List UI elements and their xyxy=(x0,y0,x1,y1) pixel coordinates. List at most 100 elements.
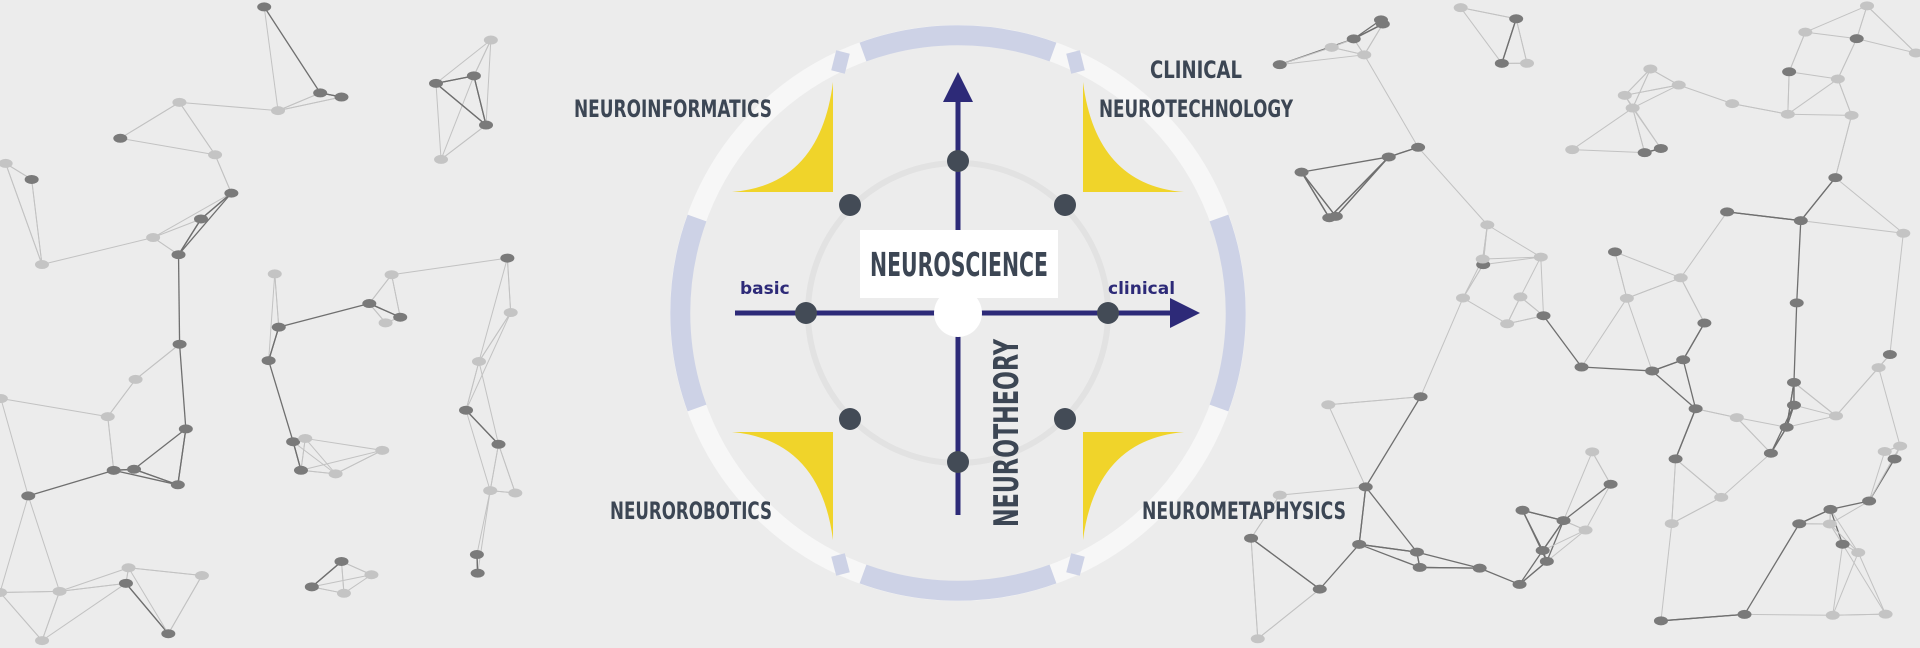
network-edge xyxy=(1727,211,1801,222)
node-top-right xyxy=(1054,194,1076,216)
network-node xyxy=(106,465,121,475)
network-node xyxy=(429,78,444,88)
network-edge xyxy=(465,361,480,411)
network-edge xyxy=(152,192,232,238)
vertical-axis-arrowhead xyxy=(943,72,973,102)
network-edge xyxy=(335,449,383,475)
network-node xyxy=(1574,362,1589,372)
network-edge xyxy=(1581,366,1653,372)
network-edge xyxy=(1889,233,1904,355)
network-node xyxy=(1512,579,1527,589)
axis-label-clinical: clinical xyxy=(1108,279,1175,299)
network-node xyxy=(1878,609,1893,619)
network-edge xyxy=(476,490,491,555)
network-edge xyxy=(1519,256,1542,298)
network-node xyxy=(1556,516,1571,526)
network-node xyxy=(328,469,343,479)
network-node xyxy=(1352,539,1367,549)
network-edge xyxy=(107,416,115,471)
network-edge xyxy=(0,590,60,593)
network-node xyxy=(118,578,133,588)
network-node xyxy=(1637,148,1652,158)
network-edge xyxy=(177,254,181,345)
network-edge xyxy=(485,39,492,126)
network-edge xyxy=(1482,256,1541,260)
network-edge xyxy=(473,75,487,126)
network-edge xyxy=(1866,5,1917,54)
network-edge xyxy=(1487,224,1542,258)
network-edge xyxy=(1829,509,1859,553)
vertical-title: NEUROTHEORY xyxy=(987,339,1027,527)
network-node xyxy=(362,299,377,309)
network-node xyxy=(21,491,36,501)
network-node xyxy=(1893,441,1908,451)
network-edge xyxy=(440,75,475,160)
network-node xyxy=(503,308,518,318)
network-node xyxy=(1789,298,1804,308)
network-edge xyxy=(1651,370,1697,410)
network-edge xyxy=(368,274,393,304)
network-edge xyxy=(304,438,336,475)
network-edge xyxy=(1614,251,1681,279)
network-edge xyxy=(1327,404,1367,488)
network-node xyxy=(1358,482,1373,492)
network-node xyxy=(1480,220,1495,230)
network-edge xyxy=(268,273,276,361)
network-node xyxy=(508,488,523,498)
network-node xyxy=(1453,3,1468,13)
ring-tick-top-left xyxy=(831,50,850,74)
network-node xyxy=(113,133,128,143)
network-node xyxy=(1294,167,1309,177)
network-edge xyxy=(473,39,492,77)
network-edge xyxy=(1660,613,1745,622)
network-edge xyxy=(292,441,336,475)
network-edge xyxy=(489,444,500,491)
network-node xyxy=(1585,447,1600,457)
network-edge xyxy=(1842,543,1887,615)
network-node xyxy=(1763,448,1778,458)
network-edge xyxy=(1571,107,1633,151)
network-node xyxy=(1381,152,1396,162)
network-node xyxy=(178,424,193,434)
network-node xyxy=(271,106,286,116)
network-edge xyxy=(1835,367,1879,417)
network-node xyxy=(35,636,50,646)
network-edge xyxy=(1416,551,1480,569)
network-edge xyxy=(1563,483,1612,522)
network-edge xyxy=(1614,251,1628,299)
network-node xyxy=(1603,479,1618,489)
network-node xyxy=(1844,110,1859,120)
network-node xyxy=(1860,1,1875,11)
network-edge xyxy=(128,567,202,577)
network-edge xyxy=(1301,156,1389,173)
network-node xyxy=(483,486,498,496)
network-node xyxy=(1322,213,1337,223)
network-node xyxy=(1412,562,1427,572)
network-edge xyxy=(274,273,280,328)
network-edge xyxy=(1250,538,1259,639)
network-edge xyxy=(1744,613,1833,616)
network-edge xyxy=(1328,396,1421,406)
network-node xyxy=(194,571,209,581)
network-edge xyxy=(1501,18,1517,64)
network-node xyxy=(1533,252,1548,262)
network-node xyxy=(1849,34,1864,44)
network-node xyxy=(479,120,494,130)
network-edge xyxy=(300,438,306,471)
network-node xyxy=(1272,490,1287,500)
network-node xyxy=(1779,422,1794,432)
network-edge xyxy=(113,469,178,486)
quadrant-label-clinical: CLINICAL xyxy=(1150,56,1242,84)
network-edge xyxy=(1736,417,1787,428)
network-node xyxy=(1536,311,1551,321)
network-node xyxy=(1578,525,1593,535)
network-node xyxy=(1668,454,1683,464)
network-edge xyxy=(277,92,321,112)
network-edge xyxy=(1624,68,1651,96)
network-edge xyxy=(27,495,61,592)
network-node xyxy=(1725,99,1740,109)
center-title: NEUROSCIENCE xyxy=(870,245,1048,284)
network-edge xyxy=(1632,107,1646,153)
network-edge xyxy=(41,591,61,641)
network-node xyxy=(1272,60,1287,70)
